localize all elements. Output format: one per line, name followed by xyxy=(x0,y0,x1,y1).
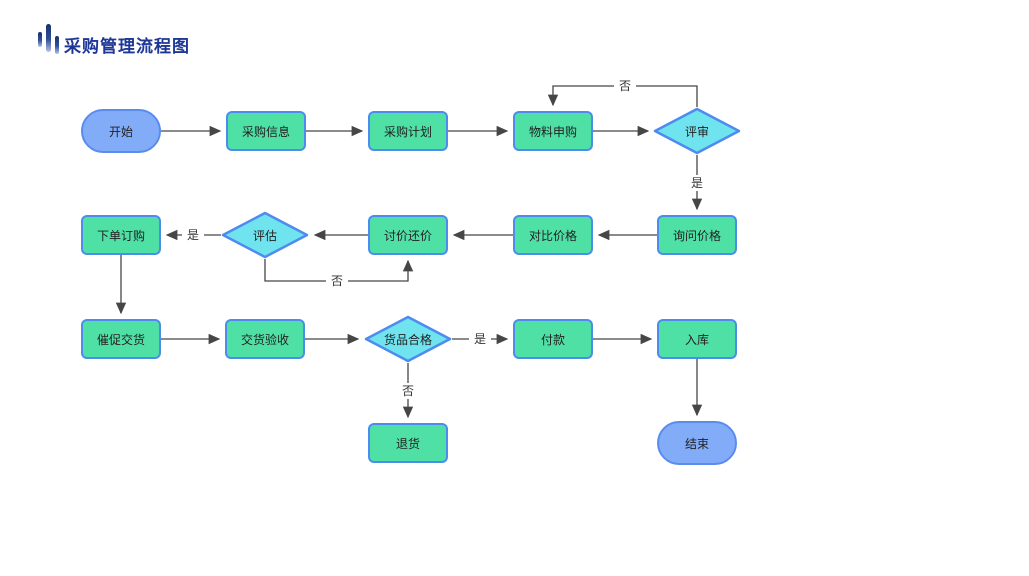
edge-label-review-no: 否 xyxy=(613,78,637,94)
node-urge-delivery[interactable]: 催促交货 xyxy=(81,319,161,359)
node-bargain[interactable]: 讨价还价 xyxy=(368,215,448,255)
node-purchase-info[interactable]: 采购信息 xyxy=(226,111,306,151)
node-label: 下单订购 xyxy=(96,228,145,243)
node-payment[interactable]: 付款 xyxy=(513,319,593,359)
diamond-shape xyxy=(221,211,309,259)
logo-bar xyxy=(38,32,42,47)
edge-label-evaluate-yes: 是 xyxy=(181,227,205,243)
node-label: 评估 xyxy=(252,228,277,243)
node-evaluate[interactable]: 评估 xyxy=(221,211,309,259)
node-label: 货品合格 xyxy=(383,332,432,347)
edge-label-evaluate-no: 否 xyxy=(325,273,349,289)
node-purchase-plan[interactable]: 采购计划 xyxy=(368,111,448,151)
node-label: 结束 xyxy=(684,436,709,451)
edge-label-goods-qualified-no: 否 xyxy=(396,383,420,399)
node-label: 开始 xyxy=(108,124,133,139)
diamond-shape xyxy=(653,107,741,155)
node-label: 入库 xyxy=(684,332,709,347)
node-label: 评审 xyxy=(684,124,709,139)
diamond-shape xyxy=(364,315,452,363)
bar-chart-logo-icon xyxy=(36,22,62,56)
node-label: 采购计划 xyxy=(383,124,432,139)
node-label: 交货验收 xyxy=(240,332,289,347)
edge-label-review-yes: 是 xyxy=(685,175,709,191)
edge-label-goods-qualified-yes: 是 xyxy=(468,331,492,347)
node-inquire-price[interactable]: 询问价格 xyxy=(657,215,737,255)
page-title: 采购管理流程图 xyxy=(64,37,190,56)
node-return-goods[interactable]: 退货 xyxy=(368,423,448,463)
node-label: 退货 xyxy=(395,436,420,451)
node-label: 付款 xyxy=(540,332,565,347)
node-label: 对比价格 xyxy=(528,228,577,243)
node-label: 物料申购 xyxy=(528,124,577,139)
node-label: 采购信息 xyxy=(241,124,290,139)
logo-bar xyxy=(46,24,51,52)
node-warehouse-in[interactable]: 入库 xyxy=(657,319,737,359)
logo-bar xyxy=(55,36,59,54)
node-label: 询问价格 xyxy=(672,228,721,243)
node-compare-price[interactable]: 对比价格 xyxy=(513,215,593,255)
node-material-request[interactable]: 物料申购 xyxy=(513,111,593,151)
node-label: 讨价还价 xyxy=(383,228,432,243)
node-review[interactable]: 评审 xyxy=(653,107,741,155)
node-end[interactable]: 结束 xyxy=(657,421,737,465)
node-start[interactable]: 开始 xyxy=(81,109,161,153)
node-label: 催促交货 xyxy=(96,332,145,347)
node-delivery-inspection[interactable]: 交货验收 xyxy=(225,319,305,359)
node-place-order[interactable]: 下单订购 xyxy=(81,215,161,255)
node-goods-qualified[interactable]: 货品合格 xyxy=(364,315,452,363)
